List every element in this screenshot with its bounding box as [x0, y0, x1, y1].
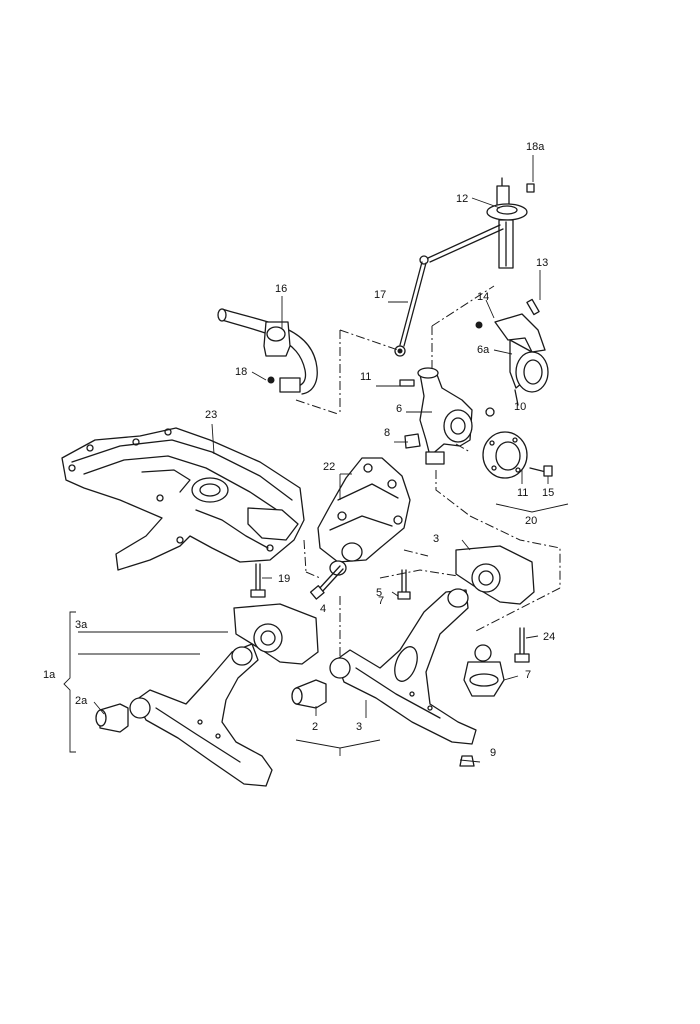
callout-18: 18	[235, 366, 247, 378]
wheel-bearing-housing	[399, 367, 495, 465]
callout-11-hub: 11	[517, 487, 528, 499]
ball-joint	[459, 644, 505, 767]
rear-bushing-lower	[233, 603, 319, 665]
callout-16: 16	[275, 283, 287, 295]
steering-knuckle-detail	[475, 298, 549, 406]
callout-labels: 18a 12 13 14 6a 16 17 18 11 10 6 8 23 22…	[43, 141, 555, 759]
callout-23: 23	[205, 409, 217, 421]
callout-13: 13	[536, 257, 548, 269]
callout-3-lower: 3	[356, 721, 362, 733]
callout-12: 12	[456, 193, 468, 205]
bolts	[250, 563, 530, 663]
callout-8: 8	[384, 427, 390, 439]
callout-2: 2	[312, 721, 318, 733]
leader-lines	[63, 155, 569, 763]
callout-9: 9	[490, 747, 496, 759]
callout-14: 14	[477, 291, 489, 303]
callout-3-upper: 3	[433, 533, 439, 545]
subframe	[61, 427, 305, 571]
stabilizer-link	[394, 224, 504, 357]
callout-15: 15	[542, 487, 554, 499]
callout-6a: 6a	[477, 344, 490, 356]
assembly-guides	[295, 285, 561, 656]
callout-5: 5	[376, 587, 382, 599]
callout-6: 6	[396, 403, 402, 415]
stabilizer-bar	[217, 308, 318, 395]
callout-7-balljoint: 7	[525, 669, 531, 681]
control-arm-right	[329, 588, 477, 745]
callout-4: 4	[320, 603, 326, 615]
callout-19: 19	[278, 573, 290, 585]
rear-bushing-upper	[455, 545, 535, 605]
strut-assembly	[486, 177, 535, 269]
callout-24: 24	[543, 631, 555, 643]
callout-1a: 1a	[43, 669, 56, 681]
control-arm-left	[129, 643, 273, 787]
callout-18a: 18a	[526, 141, 545, 153]
callout-7-bolt: 7	[378, 595, 384, 607]
callout-20: 20	[525, 515, 537, 527]
callout-3a: 3a	[75, 619, 88, 631]
callout-22: 22	[323, 461, 335, 473]
callout-17: 17	[374, 289, 386, 301]
callout-11-upper: 11	[360, 371, 371, 383]
wheel-hub	[482, 431, 553, 479]
callout-10: 10	[514, 401, 526, 413]
mounting-bracket	[317, 457, 411, 576]
callout-2a: 2a	[75, 695, 88, 707]
